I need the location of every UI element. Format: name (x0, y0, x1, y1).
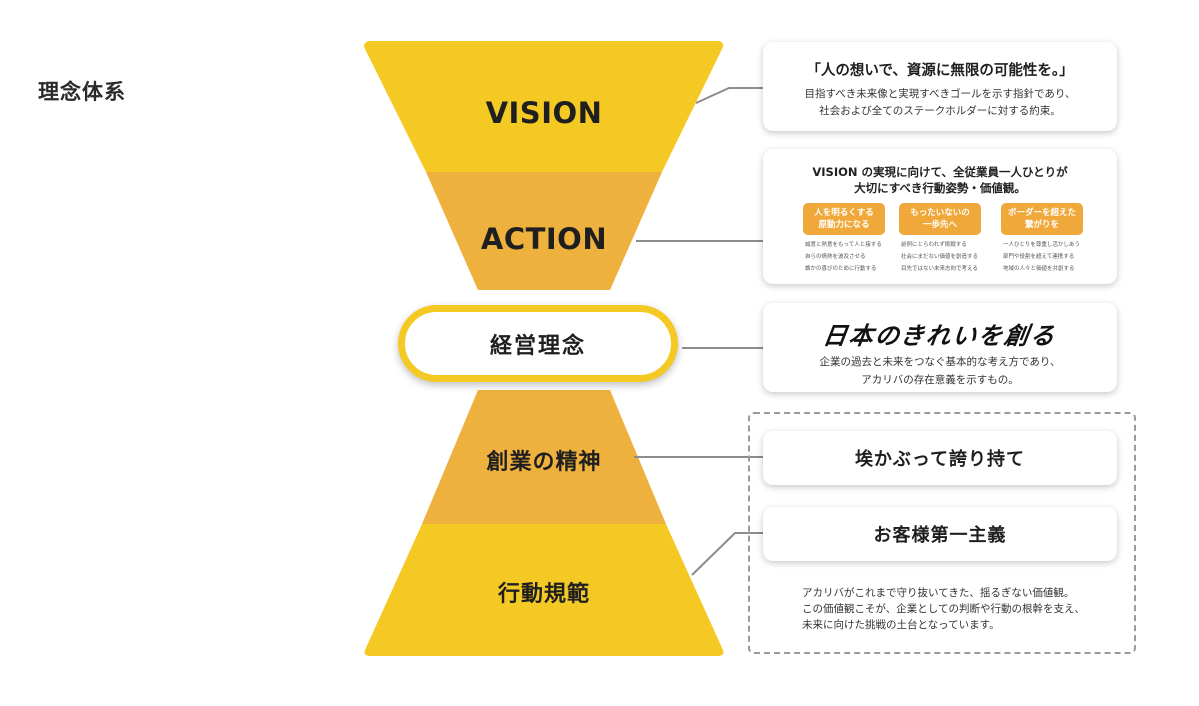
philosophy-pill: 経営理念 (398, 305, 678, 382)
spirit-band (422, 390, 666, 524)
vision-label: VISION (485, 96, 603, 130)
action-badge-3: ボーダーを超えた 繋がりを (1001, 203, 1083, 235)
detail-item: 目先ではない未来志向で考える (901, 266, 978, 272)
conduct-card: お客様第一主義 (763, 507, 1117, 561)
values-description: アカリバがこれまで守り抜いてきた、揺るぎない価値観。 この価値観こそが、企業とし… (802, 585, 1122, 633)
spirit-label: 創業の精神 (486, 450, 602, 475)
badge-line: 一歩先へ (922, 220, 957, 230)
detail-item: 誰かの喜びのために行動する (805, 266, 877, 272)
philosophy-line: 企業の過去と未来をつなぐ基本的な考え方であり、 (819, 356, 1061, 368)
conduct-band (364, 524, 724, 656)
vision-band (364, 41, 724, 172)
action-label: ACTION (480, 222, 608, 256)
action-card: VISION の実現に向けて、全従業員一人ひとりが 大切にすべき行動姿勢・価値観… (763, 149, 1117, 284)
values-line: アカリバがこれまで守り抜いてきた、揺るぎない価値観。 (802, 587, 1075, 599)
vision-card: 「人の想いで、資源に無限の可能性を。」 目指すべき未来像と実現すべきゴールを示す… (763, 42, 1117, 131)
philosophy-line: アカリバの存在意義を示すもの。 (861, 374, 1019, 386)
connector-conduct (691, 532, 763, 576)
spirit-card: 埃かぶって誇り持て (763, 431, 1117, 485)
action-heading-line: 大切にすべき行動姿勢・価値観。 (854, 181, 1026, 195)
page-title: 理念体系 (38, 80, 126, 104)
detail-item: 自らの情熱を波及させる (805, 254, 866, 260)
badge-line: 人を明るくする (814, 208, 874, 218)
philosophy-logo-text: 日本のきれいを創る (821, 321, 1059, 350)
detail-item: 誠意と熱意をもって人と接する (805, 242, 882, 248)
philosophy-card: 日本のきれいを創る 企業の過去と未来をつなぐ基本的な考え方であり、 アカリバの存… (763, 303, 1117, 392)
badge-line: 繋がりを (1024, 220, 1059, 230)
badge-line: ボーダーを超えた (1007, 208, 1076, 218)
detail-item: 社会にまだない価値を創造する (901, 254, 979, 260)
detail-item: 地域の人々と価値を共創する (1003, 266, 1075, 272)
action-details-1: 誠意と熱意をもって人と接する 自らの情熱を波及させる 誰かの喜びのために行動する (805, 239, 901, 275)
values-line: 未来に向けた挑戦の土台となっています。 (802, 619, 1000, 631)
values-dashed-box (748, 412, 1136, 654)
action-heading-line: VISION の実現に向けて、全従業員一人ひとりが (812, 165, 1068, 179)
vision-line: 社会および全てのステークホルダーに対する約束。 (819, 105, 1061, 117)
philosophy-label: 経営理念 (489, 333, 586, 359)
action-heading: VISION の実現に向けて、全従業員一人ひとりが 大切にすべき行動姿勢・価値観… (763, 164, 1117, 196)
action-details-3: 一人ひとりを尊重し活かしあう 部門や役割を超えて連携する 地域の人々と価値を共創… (1003, 239, 1099, 275)
detail-item: 前例にとらわれず挑戦する (901, 242, 967, 248)
vision-quote: 「人の想いで、資源に無限の可能性を。」 (806, 63, 1074, 79)
vision-line: 目指すべき未来像と実現すべきゴールを示す指針であり、 (804, 88, 1076, 100)
vision-description: 目指すべき未来像と実現すべきゴールを示す指針であり、 社会および全てのステークホ… (763, 86, 1117, 120)
conduct-label: 行動規範 (497, 582, 590, 607)
action-details-2: 前例にとらわれず挑戦する 社会にまだない価値を創造する 目先ではない未来志向で考… (901, 239, 997, 275)
detail-item: 部門や役割を超えて連携する (1003, 254, 1075, 260)
philosophy-description: 企業の過去と未来をつなぐ基本的な考え方であり、 アカリバの存在意義を示すもの。 (763, 353, 1117, 389)
badge-line: もったいないの (910, 208, 970, 218)
action-band (426, 172, 662, 290)
detail-item: 一人ひとりを尊重し活かしあう (1003, 242, 1080, 248)
action-badge-1: 人を明るくする 原動力になる (803, 203, 885, 235)
values-line: この価値観こそが、企業としての判断や行動の根幹を支え、 (802, 603, 1085, 615)
connector-vision (695, 87, 763, 104)
action-badge-2: もったいないの 一歩先へ (899, 203, 981, 235)
badge-line: 原動力になる (818, 220, 870, 230)
